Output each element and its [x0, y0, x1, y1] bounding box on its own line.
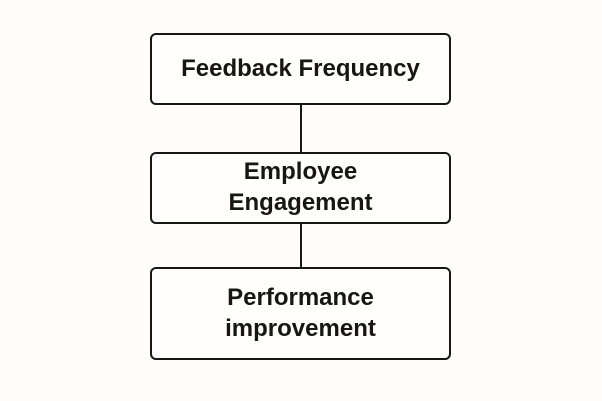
node-employee-engagement: Employee Engagement: [150, 152, 451, 224]
node-feedback-frequency: Feedback Frequency: [150, 33, 451, 105]
node-performance-improvement: Performance improvement: [150, 267, 451, 360]
connector-engagement-to-performance: [300, 224, 302, 267]
node-label: Feedback Frequency: [181, 54, 420, 82]
node-label: Employee Engagement: [228, 158, 373, 216]
node-label: Performance improvement: [225, 283, 376, 342]
connector-feedback-to-engagement: [300, 105, 302, 152]
